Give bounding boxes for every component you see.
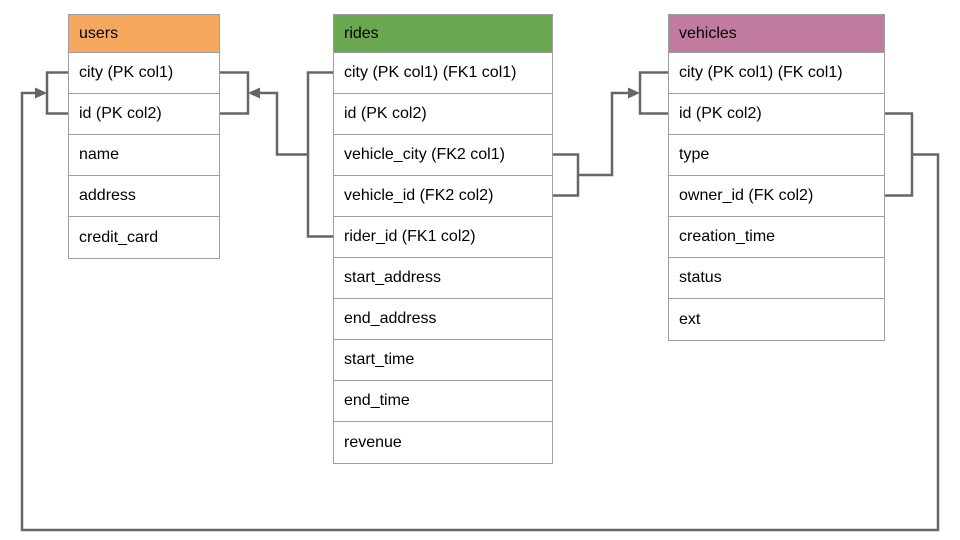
table-row: credit_card	[79, 228, 159, 246]
table-row: vehicle_id (FK2 col2)	[334, 176, 552, 217]
table-row: end_address	[334, 299, 552, 340]
connector-vehicles-left-target-bracket	[638, 71, 668, 115]
table-row: end_time	[334, 381, 552, 422]
table-row: start_time	[334, 340, 552, 381]
table-rides: rides city (PK col1) (FK1 col1)id (PK co…	[333, 14, 553, 464]
table-row: name	[69, 135, 219, 176]
table-header-vehicles: vehicles	[669, 15, 884, 53]
connector-rides-fk2-path	[578, 91, 629, 177]
arrowhead-into-vehicles-left	[628, 87, 640, 99]
table-row: type	[669, 135, 884, 176]
table-row: city (PK col1) (FK1 col1)	[334, 53, 552, 94]
table-columns-rides: city (PK col1) (FK1 col1)id (PK col2)veh…	[334, 53, 552, 463]
table-vehicles: vehicles city (PK col1) (FK col1)id (PK …	[668, 14, 885, 341]
connector-rides-fk1-path	[259, 91, 308, 156]
table-row: revenue	[344, 433, 402, 451]
table-row: start_address	[334, 258, 552, 299]
connector-users-left-target-bracket	[45, 71, 68, 115]
table-row: id (PK col2)	[69, 94, 219, 135]
table-row: id (PK col2)	[334, 94, 552, 135]
table-columns-vehicles: city (PK col1) (FK col1)id (PK col2)type…	[669, 53, 884, 340]
arrowhead-into-users-left	[35, 87, 47, 99]
table-row: creation_time	[669, 217, 884, 258]
table-row: rider_id (FK1 col2)	[334, 217, 552, 258]
arrowhead-into-users-right	[248, 87, 260, 99]
table-row: address	[69, 176, 219, 217]
table-row: ext	[679, 310, 701, 328]
table-row: owner_id (FK col2)	[669, 176, 884, 217]
table-row: city (PK col1) (FK col1)	[669, 53, 884, 94]
connector-vehicles-fk-source-bracket	[885, 112, 914, 197]
table-row: city (PK col1)	[69, 53, 219, 94]
connector-rides-fk2-source-bracket	[553, 153, 580, 197]
table-row: id (PK col2)	[669, 94, 884, 135]
table-header-users: users	[69, 15, 219, 53]
table-row: status	[669, 258, 884, 299]
connector-rides-fk1-source-bracket	[306, 71, 333, 238]
table-row: vehicle_city (FK2 col1)	[334, 135, 552, 176]
connector-users-right-target-bracket	[220, 71, 250, 115]
table-header-rides: rides	[334, 15, 552, 53]
